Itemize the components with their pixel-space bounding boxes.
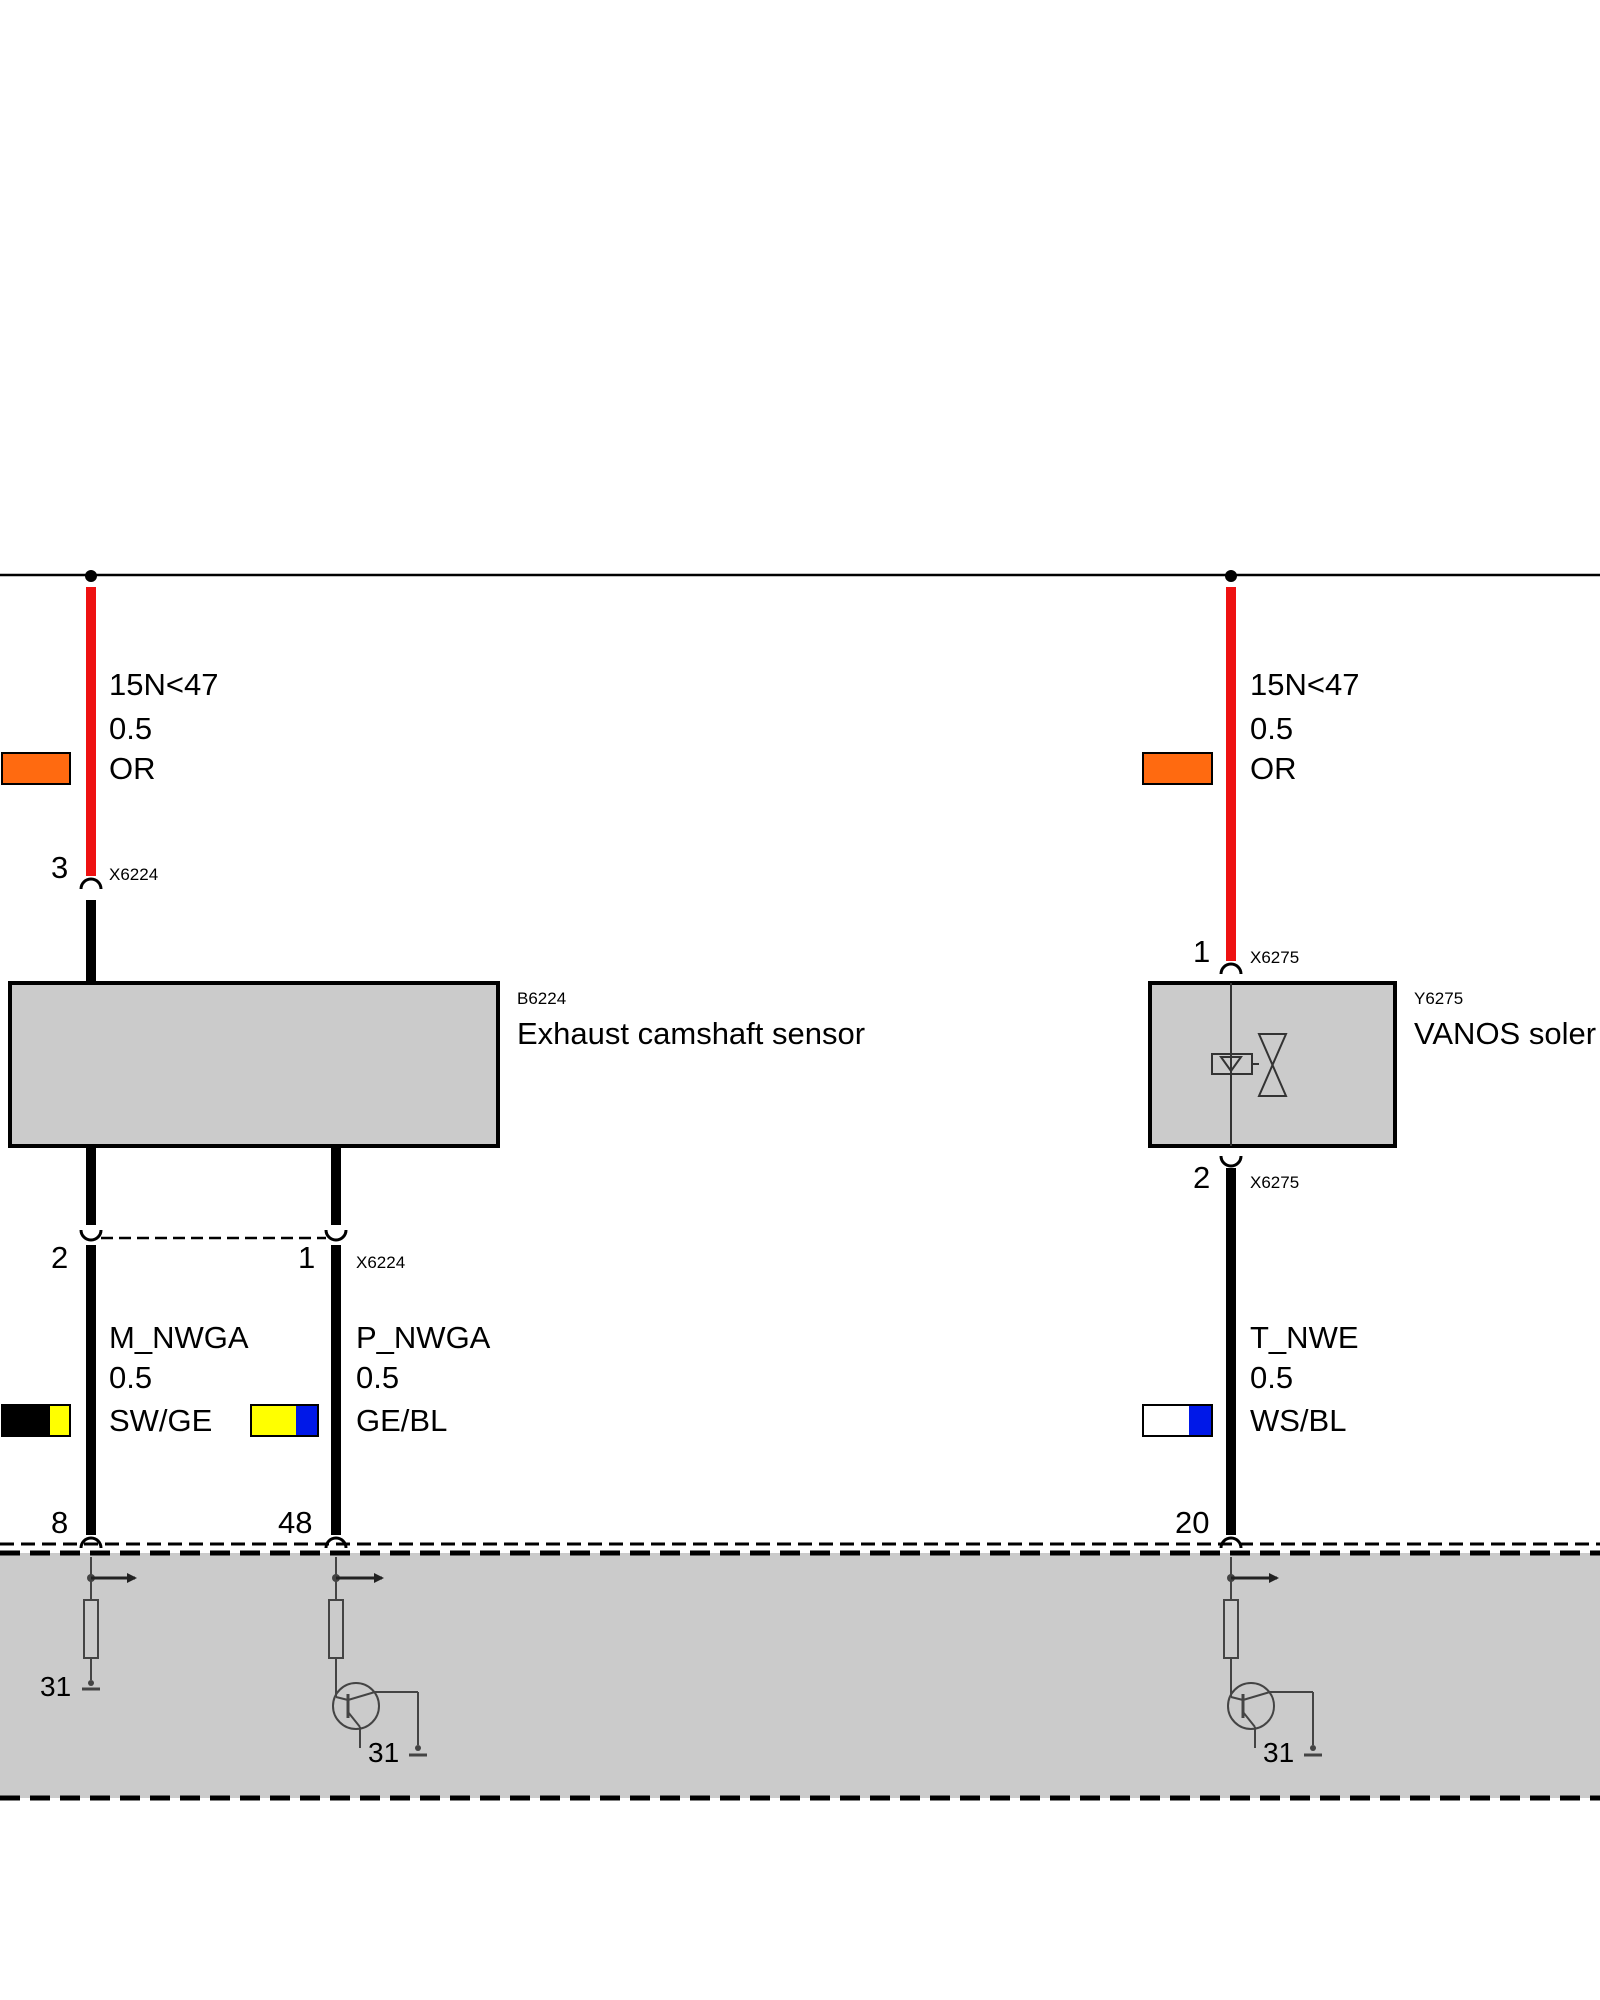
gauge-label: 0.5 [1250,1360,1293,1395]
signal-label: P_NWGA [356,1320,491,1355]
gauge-label: 0.5 [356,1360,399,1395]
gauge-label: 0.5 [1250,711,1293,746]
signal-label: 15N<47 [109,667,218,702]
connector-label: X6275 [1250,1173,1299,1192]
ecu-pin-label: 8 [51,1505,68,1540]
color-code-label: OR [1250,751,1297,786]
ground-label: 31 [1263,1737,1294,1768]
orange-swatch [1,752,71,785]
white-blue-swatch [1142,1404,1213,1437]
ground-label: 31 [368,1737,399,1768]
ground-label: 31 [40,1671,71,1702]
black-yellow-swatch [1,1404,71,1437]
color-code-label: OR [109,751,156,786]
ecu-region [0,1542,1600,1801]
gauge-label: 0.5 [109,1360,152,1395]
color-code-label: WS/BL [1250,1403,1346,1438]
junction-dot-right [1225,570,1237,582]
signal-label: M_NWGA [109,1320,249,1355]
transistor-icon [1227,1682,1314,1748]
connector-label: X6224 [109,865,158,884]
orange-swatch [1142,752,1213,785]
connector-label: X6275 [1250,948,1299,967]
ecu-input-resistor-circuit [82,1557,137,1691]
vanos-solenoid [1148,981,1397,1148]
signal-label: 15N<47 [1250,667,1359,702]
sensor-supply-wire [79,587,103,983]
junction-dot-left [85,570,97,582]
pin-label: 1 [1193,934,1210,969]
component-id: Y6275 [1414,989,1463,1008]
supply-bus [0,570,1600,582]
solenoid-valve-icon [1211,1033,1288,1097]
gauge-label: 0.5 [109,711,152,746]
pin-label: 2 [51,1240,68,1275]
pin-label: 3 [51,850,68,885]
color-code-label: GE/BL [356,1403,447,1438]
transistor-icon [332,1682,419,1748]
ecu-transistor-circuit [328,1557,427,1757]
sensor-signal-wires [79,1146,348,1549]
component-name: Exhaust camshaft sensor [517,1016,865,1051]
component-name: VANOS soler [1414,1016,1596,1051]
color-code-label: SW/GE [109,1403,212,1438]
yellow-blue-swatch [250,1404,319,1437]
ecu-pin-label: 48 [278,1505,312,1540]
pin-label: 1 [298,1240,315,1275]
ecu-transistor-circuit [1223,1557,1322,1757]
exhaust-camshaft-sensor [8,981,500,1148]
component-id: B6224 [517,989,566,1008]
signal-label: T_NWE [1250,1320,1359,1355]
solenoid-supply-wire [1219,587,1243,975]
pin-label: 2 [1193,1160,1210,1195]
ecu-pin-label: 20 [1175,1505,1209,1540]
solenoid-signal-wire [1219,1155,1243,1549]
connector-label: X6224 [356,1253,405,1272]
